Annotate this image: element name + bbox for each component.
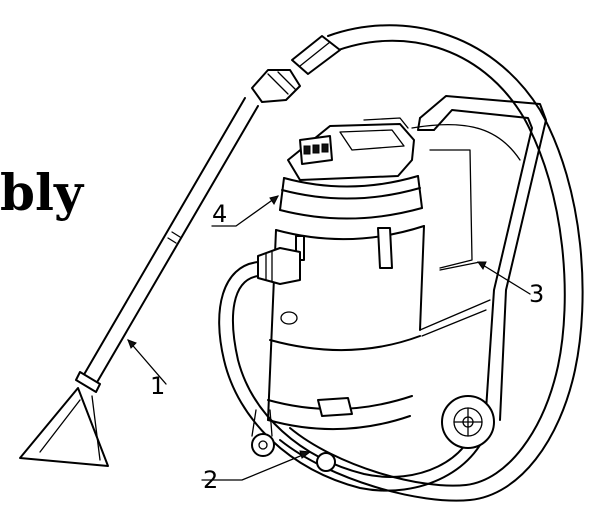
wheels	[251, 395, 495, 472]
tank-body	[257, 175, 425, 431]
handle-frame	[411, 95, 547, 421]
tank-lid	[287, 117, 415, 181]
hose-loop	[279, 24, 584, 502]
lower-hose	[218, 261, 491, 492]
callout-4: 4	[212, 200, 228, 228]
section-heading: bly	[0, 163, 84, 222]
floor-tool	[19, 387, 109, 467]
leader-lines	[127, 195, 531, 481]
callout-2: 2	[203, 466, 219, 494]
callout-3: 3	[529, 280, 545, 308]
callout-1: 1	[150, 372, 166, 400]
wand-assembly	[19, 35, 341, 467]
